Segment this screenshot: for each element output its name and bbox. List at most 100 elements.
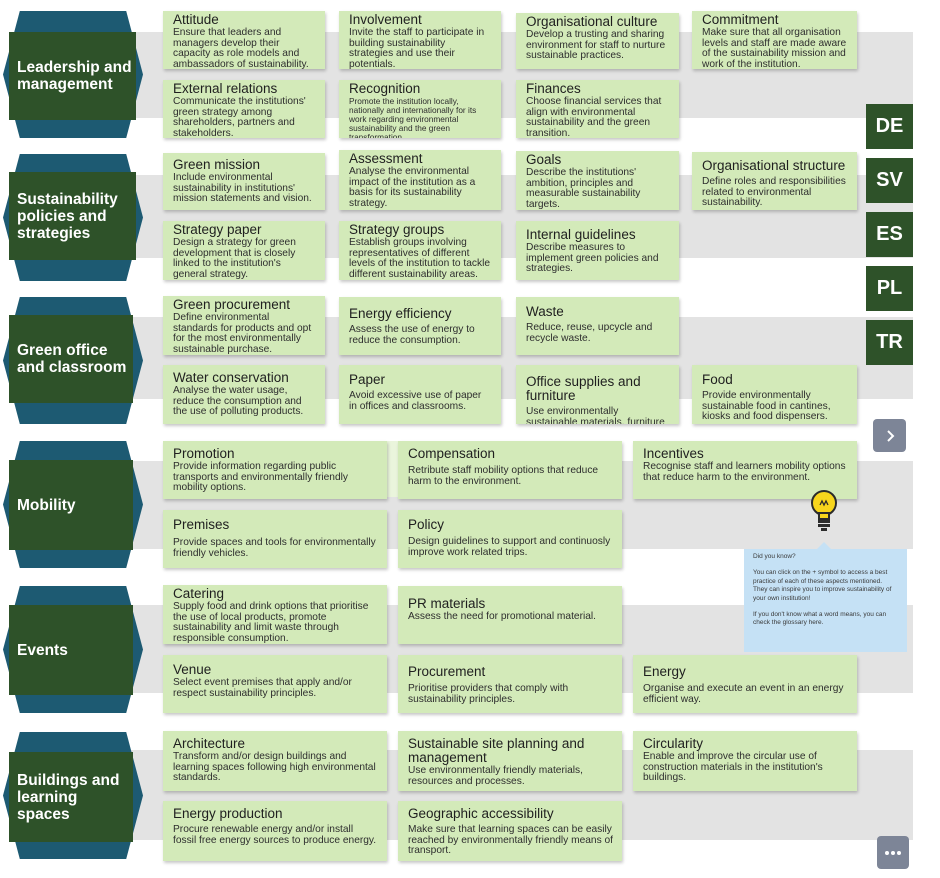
card-description: Retribute staff mobility options that re… xyxy=(408,465,599,487)
lang-button-pl[interactable]: PL xyxy=(866,266,913,311)
lang-button-es[interactable]: ES xyxy=(866,212,913,257)
card-title: Circularity xyxy=(643,736,704,751)
card-description: Transform and/or design buildings and le… xyxy=(173,751,376,783)
card-title: Compensation xyxy=(408,446,496,461)
card-description: Assess the need for promotional material… xyxy=(408,611,596,622)
card-title: External relations xyxy=(173,81,278,96)
card-title: Strategy groups xyxy=(349,222,445,237)
lightbulb-icon[interactable] xyxy=(810,487,838,533)
card-description: Establish groups involving representativ… xyxy=(349,237,491,280)
next-button[interactable] xyxy=(873,419,906,452)
card-description: Define roles and responsibilities relate… xyxy=(702,176,846,208)
tip-body: You can click on the + symbol to access … xyxy=(753,569,892,602)
card-site-planning[interactable]: Sustainable site planning and management… xyxy=(398,731,622,791)
card-description: Recognise staff and learners mobility op… xyxy=(643,461,846,483)
card-title: Water conservation xyxy=(173,370,289,385)
card-description: Avoid excessive use of paper in offices … xyxy=(349,390,482,412)
card-description: Choose financial services that align wit… xyxy=(526,96,662,138)
more-button[interactable] xyxy=(877,836,909,869)
card-title: Finances xyxy=(526,81,581,96)
card-title: Organisational culture xyxy=(526,14,658,29)
card-title: Attitude xyxy=(173,12,219,27)
card-description: Provide spaces and tools for environment… xyxy=(173,537,376,559)
card-title: Incentives xyxy=(643,446,704,461)
section-label: Buildings and learning spaces xyxy=(9,752,133,842)
section-label: Events xyxy=(9,605,133,695)
card-title: Involvement xyxy=(349,12,422,27)
lang-button-de[interactable]: DE xyxy=(866,104,913,149)
tip-footer[interactable]: If you don't know what a word means, you… xyxy=(753,611,887,627)
card-title: Energy efficiency xyxy=(349,306,452,321)
card-description: Make sure that all organisation levels a… xyxy=(702,27,847,69)
card-description: Design a strategy for green development … xyxy=(173,237,296,280)
card-description: Supply food and drink options that prior… xyxy=(173,601,369,644)
more-dots-icon xyxy=(885,850,901,855)
card-description: Design guidelines to support and continu… xyxy=(408,536,611,558)
card-description: Invite the staff to participate in build… xyxy=(349,27,485,69)
card-description: Include environmental sustainability in … xyxy=(173,172,312,204)
card-description: Develop a trusting and sharing environme… xyxy=(526,29,666,61)
card-title: Premises xyxy=(173,517,230,532)
card-description: Make sure that learning spaces can be ea… xyxy=(408,824,613,856)
card-title: Venue xyxy=(173,662,212,677)
card-description: Use environmentally friendly materials, … xyxy=(408,765,583,787)
card-title: Energy production xyxy=(173,806,283,821)
card-title: Internal guidelines xyxy=(526,227,636,242)
card-description: Procure renewable energy and/or install … xyxy=(173,824,377,846)
tip-bubble: Did you know? You can click on the + sym… xyxy=(744,542,907,652)
card-description: Describe the institutions' ambition, pri… xyxy=(526,167,641,210)
card-title: Strategy paper xyxy=(173,222,262,237)
card-description: Assess the use of energy to reduce the c… xyxy=(349,324,475,346)
tip-heading: Did you know? xyxy=(753,553,796,560)
card-description: Reduce, reuse, upcycle and recycle waste… xyxy=(526,322,653,344)
card-description: Define environmental standards for produ… xyxy=(173,312,312,355)
card-title: Commitment xyxy=(702,12,779,27)
card-title: Energy xyxy=(643,664,686,679)
card-title: Promotion xyxy=(173,446,235,461)
lang-button-tr[interactable]: TR xyxy=(866,320,913,365)
card-title: Procurement xyxy=(408,664,486,679)
card-title: Architecture xyxy=(173,736,246,751)
section-label: Leadership and management xyxy=(9,32,136,120)
card-description: Prioritise providers that comply with su… xyxy=(408,683,569,705)
card-title: Geographic accessibility xyxy=(408,806,554,821)
card-description: Ensure that leaders and managers develop… xyxy=(173,27,309,69)
lang-button-sv[interactable]: SV xyxy=(866,158,913,203)
card-title: Office supplies and furniture xyxy=(526,374,641,403)
